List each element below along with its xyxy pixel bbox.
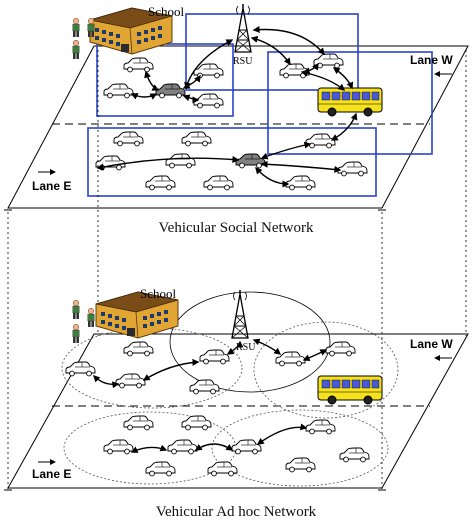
car-icon: [103, 83, 134, 99]
arrow-left-icon: [434, 71, 452, 77]
car-icon: [199, 349, 230, 365]
bottom-panel: School RSU Lane W Lane E: [7, 286, 469, 520]
car-icon: [285, 175, 316, 191]
car-icon: [285, 457, 316, 473]
person-icon: [72, 39, 80, 60]
car-icon: [65, 361, 96, 377]
top-panel: School RSU Lane W Lane E: [7, 3, 469, 236]
car-icon: [115, 373, 146, 389]
bottom-rsu-label: RSU: [236, 342, 256, 353]
rsu-tower-icon: [234, 3, 252, 53]
car-icon: [275, 351, 306, 367]
bottom-lane-e-label: Lane E: [32, 467, 71, 481]
top-group-box-bus: [267, 51, 433, 155]
bus-icon: [317, 375, 383, 405]
car-icon: [165, 153, 196, 169]
top-social-links: [96, 26, 358, 188]
top-group-box-lane-e: [87, 127, 377, 197]
rsu-tower-icon: [231, 289, 249, 339]
car-icon: [145, 175, 176, 191]
car-icon: [231, 439, 262, 455]
bottom-adhoc-links: [93, 338, 328, 453]
car-icon: [279, 63, 310, 79]
top-lane-w-label: Lane W: [410, 53, 453, 67]
arrow-left-icon: [434, 355, 452, 361]
car-icon: [123, 415, 154, 431]
car-icon: [337, 161, 368, 177]
car-icon: [113, 131, 144, 147]
projection-ticks: [4, 209, 386, 491]
car-icon: [189, 379, 220, 395]
person-icon: [87, 307, 95, 328]
car-icon: [339, 447, 370, 463]
car-icon: [325, 341, 356, 357]
arrow-right-icon: [38, 169, 56, 175]
top-lane-e-label: Lane E: [32, 179, 71, 193]
car-icon: [167, 439, 198, 455]
top-rsu-label: RSU: [233, 56, 253, 67]
car-icon: [193, 93, 224, 109]
bottom-caption: Vehicular Ad hoc Network: [156, 504, 317, 520]
person-icon: [72, 323, 80, 344]
arrow-right-icon: [38, 459, 56, 465]
bottom-road-plane: [7, 333, 469, 489]
car-icon: [145, 461, 176, 477]
top-road-plane: [7, 45, 469, 209]
car-icon: [181, 131, 212, 147]
person-icon: [72, 299, 80, 320]
person-icon: [72, 17, 80, 38]
car-icon: [155, 83, 186, 99]
bus-icon: [317, 87, 383, 117]
bottom-school-label: School: [140, 286, 177, 301]
car-icon: [203, 175, 234, 191]
car-icon: [305, 133, 336, 149]
car-icon: [207, 461, 238, 477]
car-icon: [181, 415, 212, 431]
car-icon: [305, 419, 336, 435]
projection-lines: [7, 50, 467, 490]
car-icon: [103, 439, 134, 455]
car-icon: [313, 53, 344, 69]
car-icon: [235, 153, 266, 169]
top-school-label: School: [148, 4, 185, 19]
bottom-lane-w-label: Lane W: [410, 337, 453, 351]
top-caption: Vehicular Social Network: [159, 220, 314, 236]
car-icon: [123, 341, 154, 357]
car-icon: [123, 57, 154, 73]
